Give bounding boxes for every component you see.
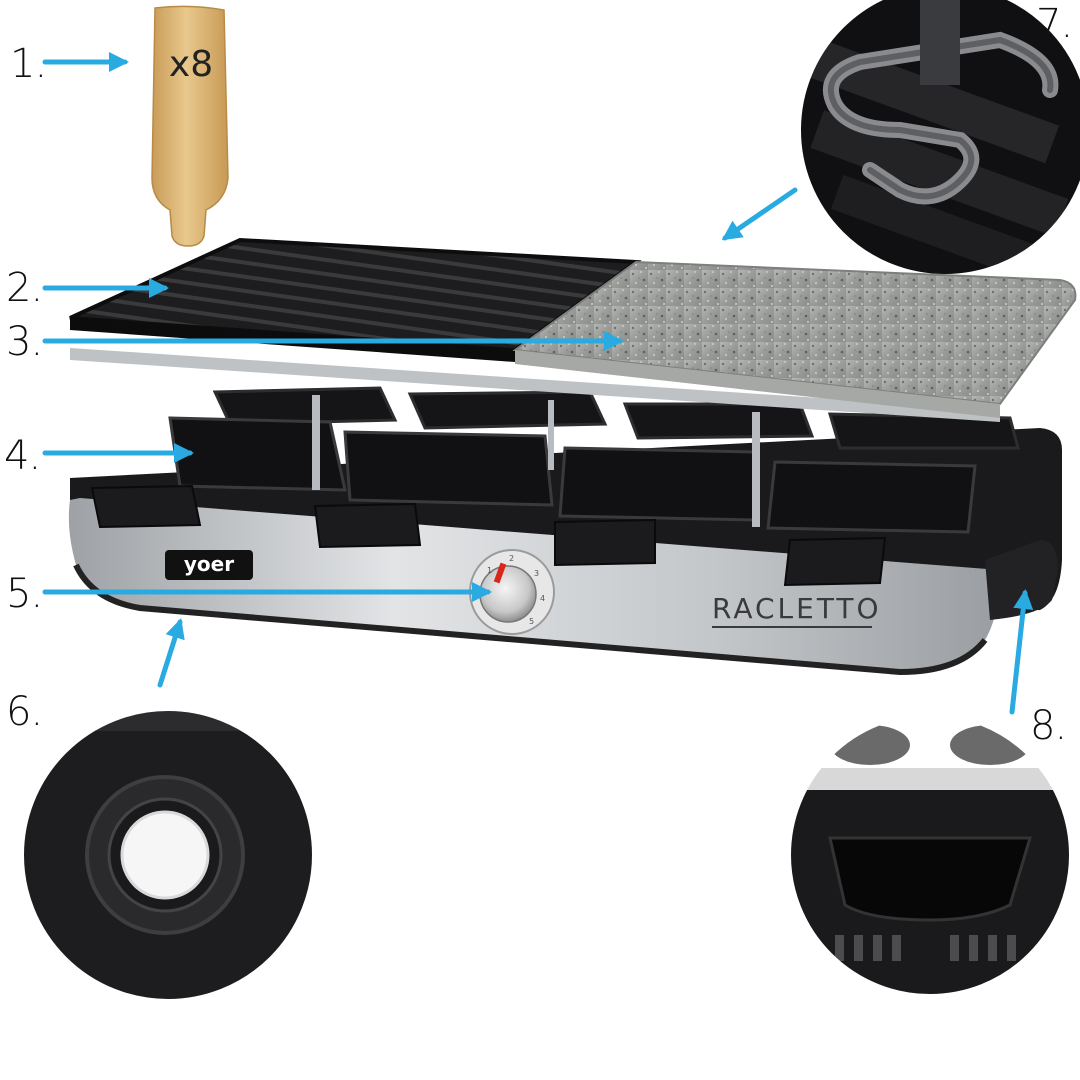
callout-arrow-7 [721,187,798,241]
callout-label-4: 4. [4,433,41,479]
stone-plate [512,260,1077,406]
callout-label-1: 1. [10,41,47,87]
svg-text:1: 1 [487,566,492,575]
temperature-dial: 1 2 3 4 5 [469,549,555,635]
svg-text:3: 3 [534,569,539,578]
callout-label-7: 7. [1036,1,1073,47]
brand-logo: yoer [184,552,234,576]
wooden-spatula: x8 [151,5,229,247]
callout-label-2: 2. [6,265,43,311]
side-handle-closeup [790,715,1070,995]
spatula-quantity-label: x8 [169,44,213,85]
svg-text:2: 2 [509,554,514,563]
callout-arrow-8 [1009,589,1034,715]
callout-label-6: 6. [6,689,43,735]
callout-label-3: 3. [6,319,43,365]
svg-text:5: 5 [529,617,534,626]
callout-arrows [42,52,1034,715]
svg-text:4: 4 [540,594,545,603]
callout-label-5: 5. [6,571,43,617]
rubber-foot-closeup [23,710,313,1000]
brand-logo-badge [165,550,253,580]
heating-element-closeup [800,0,1080,275]
callout-arrow-6 [157,618,185,688]
raclette-appliance: yoer 1 2 3 4 5 RACLETTO [68,237,1077,676]
callout-label-8: 8. [1030,703,1067,749]
model-wordmark: RACLETTO [712,592,882,625]
